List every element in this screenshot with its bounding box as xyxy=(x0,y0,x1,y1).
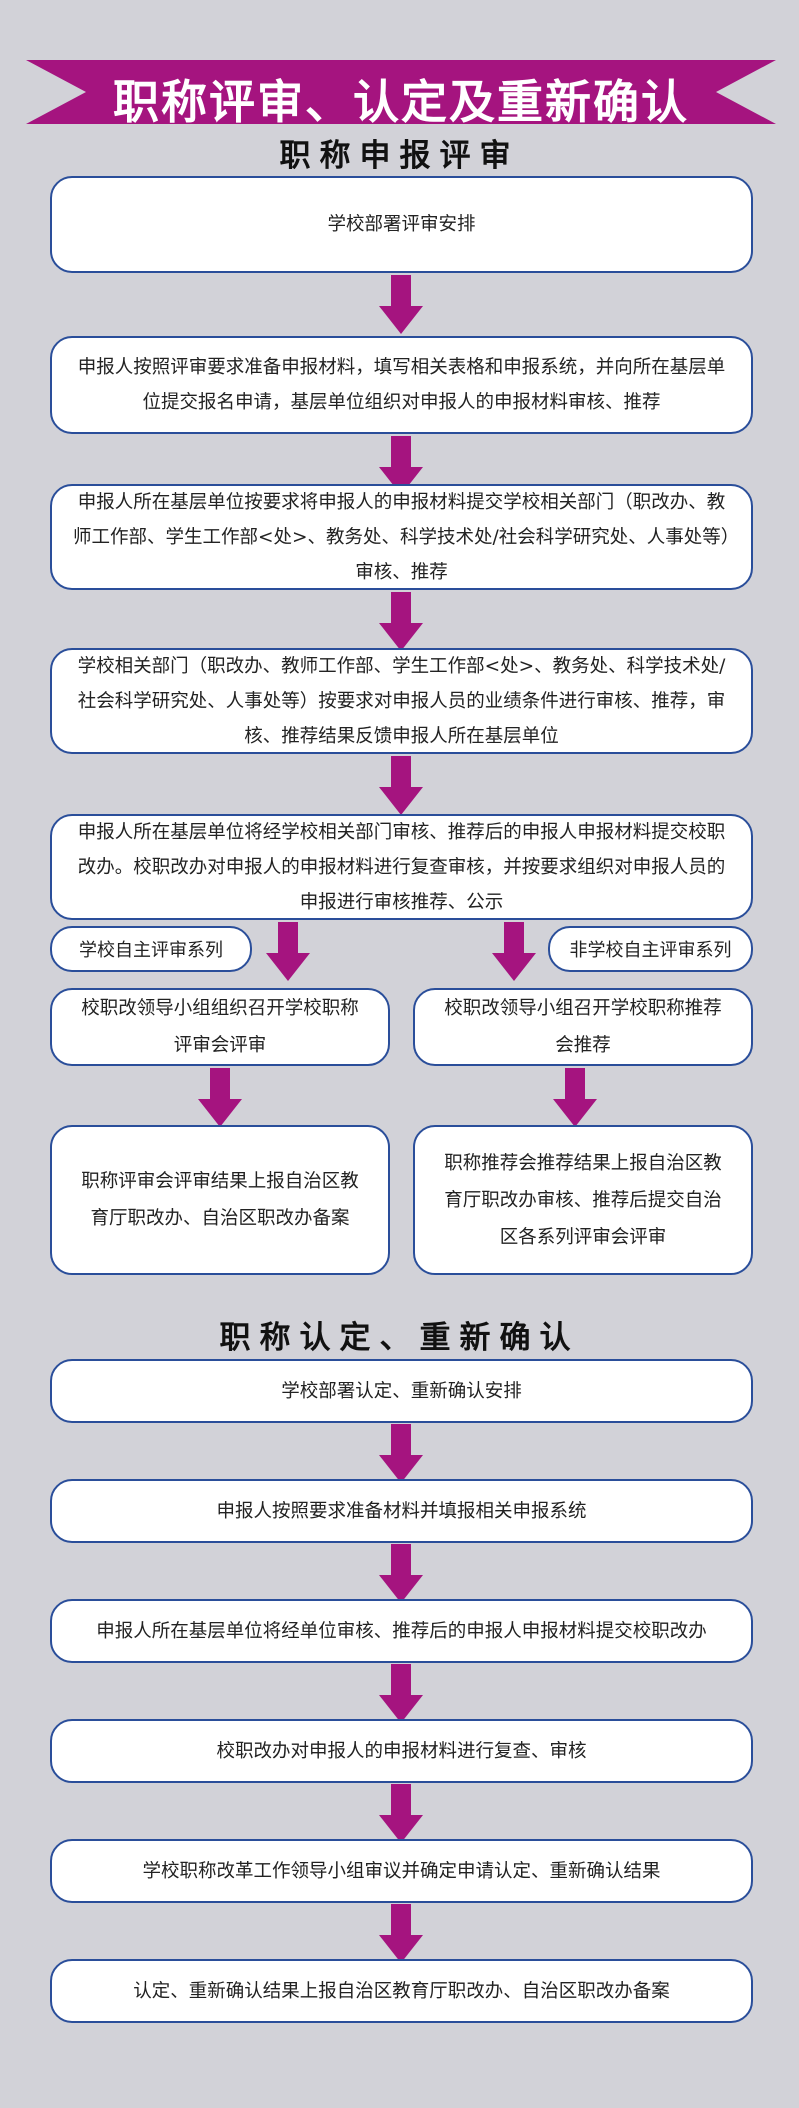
right-branch-step-2: 职称推荐会推荐结果上报自治区教育厅职改办审核、推荐后提交自治区各系列评审会评审 xyxy=(413,1125,753,1275)
arrow-down-icon xyxy=(379,1904,423,1964)
flow-step-review-1: 学校部署评审安排 xyxy=(50,176,753,273)
arrow-down-icon xyxy=(379,1664,423,1724)
flow-step-recognition-6: 认定、重新确认结果上报自治区教育厅职改办、自治区职改办备案 xyxy=(50,1959,753,2023)
arrow-down-icon xyxy=(198,1068,242,1128)
section-title-recognition: 职称认定、重新确认 xyxy=(219,1320,580,1356)
flow-step-review-2: 申报人按照评审要求准备申报材料，填写相关表格和申报系统，并向所在基层单位提交报名… xyxy=(50,336,753,434)
right-branch-step-1: 校职改领导小组召开学校职称推荐会推荐 xyxy=(413,988,753,1066)
arrow-down-icon xyxy=(492,922,536,982)
flow-step-recognition-5: 学校职称改革工作领导小组审议并确定申请认定、重新确认结果 xyxy=(50,1839,753,1903)
flow-step-recognition-3: 申报人所在基层单位将经单位审核、推荐后的申报人申报材料提交校职改办 xyxy=(50,1599,753,1663)
arrow-down-icon xyxy=(379,275,423,335)
arrow-down-icon xyxy=(379,592,423,652)
banner-ribbon-shape xyxy=(26,60,776,124)
arrow-down-icon xyxy=(553,1068,597,1128)
flow-step-review-4: 学校相关部门（职改办、教师工作部、学生工作部<处>、教务处、科学技术处/社会科学… xyxy=(50,648,753,754)
arrow-down-icon xyxy=(379,1544,423,1604)
arrow-down-icon xyxy=(379,1784,423,1844)
arrow-down-icon xyxy=(379,1424,423,1484)
banner-title: 职称评审、认定及重新确认 xyxy=(113,75,689,129)
flow-step-recognition-1: 学校部署认定、重新确认安排 xyxy=(50,1359,753,1423)
flow-step-review-5: 申报人所在基层单位将经学校相关部门审核、推荐后的申报人申报材料提交校职改办。校职… xyxy=(50,814,753,920)
flow-step-review-3: 申报人所在基层单位按要求将申报人的申报材料提交学校相关部门（职改办、教师工作部、… xyxy=(50,484,753,590)
branch-label-self-review: 学校自主评审系列 xyxy=(50,926,252,972)
flow-step-recognition-4: 校职改办对申报人的申报材料进行复查、审核 xyxy=(50,1719,753,1783)
section-title-review: 职称申报评审 xyxy=(279,138,520,174)
title-banner: 职称评审、认定及重新确认 xyxy=(26,60,776,129)
left-branch-step-2: 职称评审会评审结果上报自治区教育厅职改办、自治区职改办备案 xyxy=(50,1125,390,1275)
arrow-down-icon xyxy=(266,922,310,982)
arrow-down-icon xyxy=(379,756,423,816)
flow-step-recognition-2: 申报人按照要求准备材料并填报相关申报系统 xyxy=(50,1479,753,1543)
left-branch-step-1: 校职改领导小组组织召开学校职称评审会评审 xyxy=(50,988,390,1066)
branch-label-non-self-review: 非学校自主评审系列 xyxy=(548,926,753,972)
